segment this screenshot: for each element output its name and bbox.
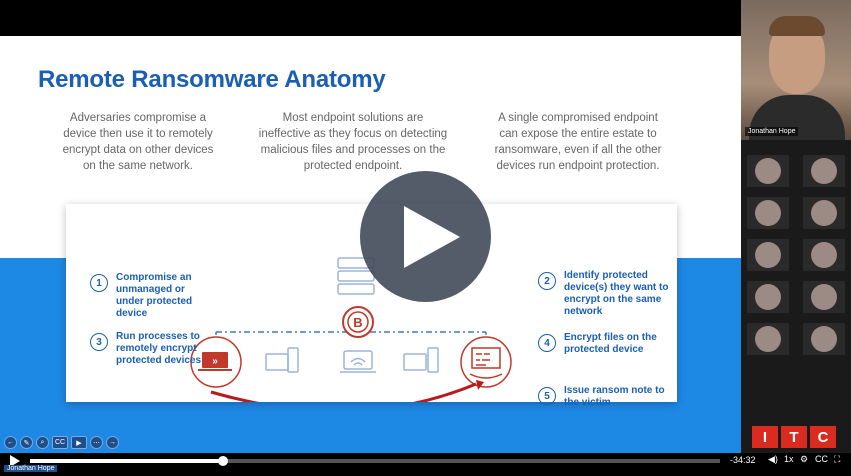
participant-thumbnail[interactable]: [803, 323, 845, 355]
speed-button[interactable]: 1x: [784, 454, 794, 464]
zoom-icon[interactable]: ⌕: [36, 436, 49, 449]
participant-thumbnail[interactable]: [747, 239, 789, 271]
avatar: [755, 158, 781, 184]
volume-icon[interactable]: ◀): [768, 454, 778, 464]
slide-title: Remote Ransomware Anatomy: [38, 66, 386, 93]
play-icon: [403, 205, 460, 268]
video-owner-label: Jonathan Hope: [4, 465, 58, 472]
step-3: 3 Run processes to remotely encrypt prot…: [90, 331, 206, 367]
avatar: [811, 158, 837, 184]
bitcoin-icon: B: [342, 306, 374, 338]
seek-bar-handle[interactable]: [218, 456, 229, 466]
avatar: [811, 284, 837, 310]
step-2: 2 Identify protected device(s) they want…: [538, 270, 674, 318]
itc-logo: I T C: [752, 426, 836, 448]
step-text: Encrypt files on the protected device: [564, 332, 657, 355]
participant-thumbnail[interactable]: [747, 155, 789, 187]
settings-gear-icon[interactable]: ⚙: [800, 454, 809, 464]
play-pause-button[interactable]: [9, 455, 21, 467]
desktop-icon: [403, 347, 439, 373]
seek-bar[interactable]: [30, 456, 720, 466]
logo-letter: T: [781, 426, 807, 448]
participant-thumbnail[interactable]: [747, 323, 789, 355]
svg-text:»: »: [212, 356, 218, 367]
laptop-wifi-icon: [340, 350, 376, 373]
step-number: 3: [90, 333, 108, 351]
slide-column-3: A single compromised endpoint can expose…: [494, 112, 662, 172]
presenter-hair: [769, 16, 825, 36]
captions-icon[interactable]: CC: [52, 436, 68, 449]
step-text: Compromise an unmanaged or under protect…: [116, 272, 193, 319]
network-diagram: B »: [190, 257, 512, 402]
step-text: Run processes to remotely encrypt protec…: [116, 331, 202, 366]
pen-icon[interactable]: ✎: [20, 436, 33, 449]
encrypted-device-icon: [460, 336, 512, 388]
svg-text:B: B: [353, 315, 362, 330]
seek-bar-fill: [30, 459, 224, 463]
annotation-toolbar: ← ✎ ⌕ CC ▶ ⋯ →: [4, 436, 119, 449]
participant-thumbnail[interactable]: [803, 281, 845, 313]
forward-arrow-icon[interactable]: →: [106, 436, 119, 449]
captions-button[interactable]: CC: [815, 454, 828, 464]
avatar: [811, 200, 837, 226]
logo-letter: C: [810, 426, 836, 448]
avatar: [811, 326, 837, 352]
avatar: [755, 284, 781, 310]
compromised-laptop-icon: »: [190, 336, 242, 388]
step-text: Issue ransom note to the victim: [564, 385, 665, 408]
avatar: [755, 326, 781, 352]
avatar: [755, 200, 781, 226]
participant-grid: [747, 155, 847, 355]
desktop-icon: [265, 347, 299, 373]
presenter-webcam: [741, 0, 851, 140]
step-number: 1: [90, 274, 108, 292]
logo-letter: I: [752, 426, 778, 448]
fullscreen-icon[interactable]: ⛶: [834, 454, 841, 464]
attack-arrow: [210, 380, 484, 402]
player-controls: [0, 453, 851, 476]
step-4: 4 Encrypt files on the protected device: [538, 332, 674, 356]
step-text: Identify protected device(s) they want t…: [564, 270, 669, 317]
slide-column-2: Most endpoint solutions are ineffective …: [258, 112, 448, 172]
play-overlay-button[interactable]: [360, 171, 491, 302]
step-5: 5 Issue ransom note to the victim: [538, 385, 674, 409]
camera-icon[interactable]: ▶: [71, 436, 87, 449]
step-number: 2: [538, 272, 556, 290]
participant-thumbnail[interactable]: [803, 197, 845, 229]
step-number: 4: [538, 334, 556, 352]
step-number: 5: [538, 387, 556, 405]
more-icon[interactable]: ⋯: [90, 436, 103, 449]
back-arrow-icon[interactable]: ←: [4, 436, 17, 449]
participant-thumbnail[interactable]: [747, 281, 789, 313]
avatar: [755, 242, 781, 268]
avatar: [811, 242, 837, 268]
participant-thumbnail[interactable]: [747, 197, 789, 229]
participant-thumbnail[interactable]: [803, 239, 845, 271]
participant-thumbnail[interactable]: [803, 155, 845, 187]
time-remaining: -34:32: [730, 455, 756, 465]
step-1: 1 Compromise an unmanaged or under prote…: [90, 272, 206, 320]
slide-column-1: Adversaries compromise a device then use…: [62, 112, 214, 172]
presenter-name-label: Jonathan Hope: [745, 127, 799, 136]
